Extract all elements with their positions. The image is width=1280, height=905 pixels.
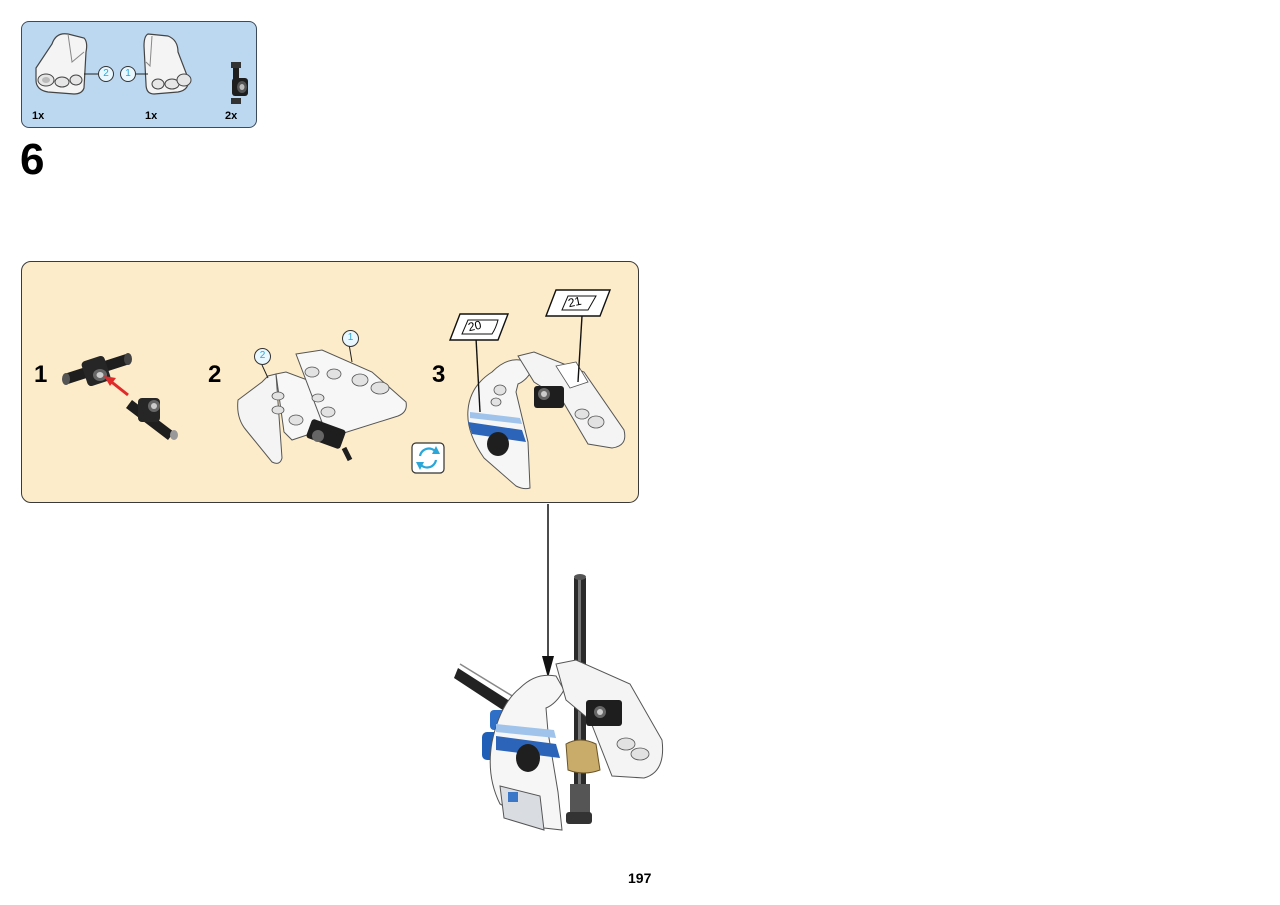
callout-1-icon: 1 [342,330,359,347]
parts-list: 2 1 1x 1x 2x [21,21,257,128]
callout-2-icon: 2 [98,66,114,82]
rotate-model-icon [411,442,445,474]
parts-illustration [35,33,248,104]
sub-step-number: 3 [432,361,446,388]
connector-part-icon [62,353,132,387]
sticker-label: 21 [566,293,583,311]
gear-icon [565,739,601,774]
sticker-label: 20 [466,317,483,335]
part-quantity: 2x [225,110,238,122]
sub-assembly-illustration [62,289,626,490]
page-number: 197 [628,870,652,886]
part-quantity: 1x [32,110,45,122]
step-number: 6 [20,135,45,184]
connector-part-icon [126,398,178,440]
white-panels-assembly-icon [237,337,407,464]
assembled-model-icon [489,659,664,831]
sub-assembly-panel: 1 2 3 [21,261,639,503]
sticker-20-icon [448,313,510,341]
axle-icon [574,574,586,818]
stickered-panel-assembly-icon [467,315,626,490]
white-panel-right-icon [143,33,192,95]
callout-1-icon: 1 [120,66,136,82]
callout-2-icon: 2 [254,348,271,365]
sub-step-number: 1 [34,361,48,388]
axle-icon [454,663,533,724]
sticker-21-icon [544,289,612,317]
black-connector-icon [231,62,248,104]
white-panel-left-icon [35,33,88,95]
sub-step-number: 2 [208,361,222,388]
part-quantity: 1x [145,110,158,122]
blue-part-icon [482,732,504,760]
